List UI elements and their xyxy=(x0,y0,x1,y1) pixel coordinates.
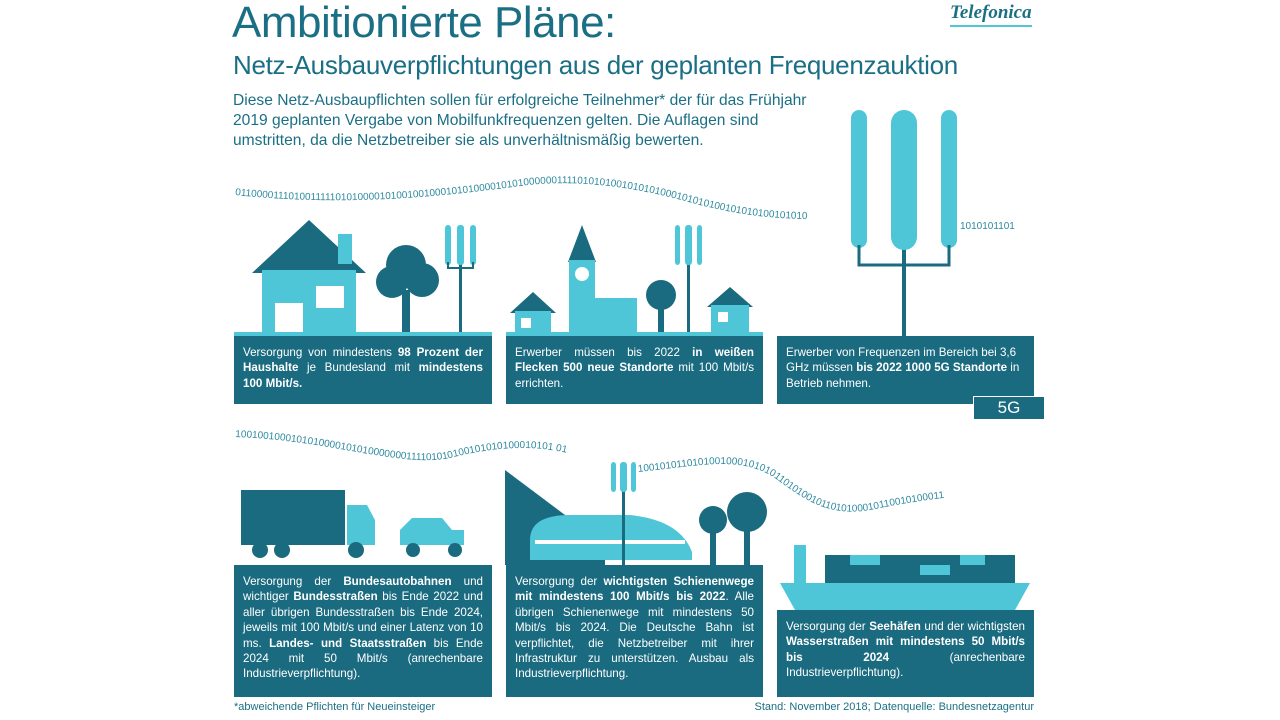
binary-wave-bottom-right: 1001010110101001000101010110101001011010… xyxy=(637,456,945,515)
source-note: Stand: November 2018; Datenquelle: Bunde… xyxy=(754,701,1034,713)
antenna-icon xyxy=(445,225,476,336)
village-icon xyxy=(510,225,753,336)
binary-top-right: 1010101101 xyxy=(960,221,1015,232)
card-households: Versorgung von mindestens 98 Prozent der… xyxy=(234,336,492,404)
page-subtitle: Netz-Ausbauverpflichtungen aus der gepla… xyxy=(233,50,958,80)
card-waterways: Versorgung der Seehäfen und der wichtigs… xyxy=(777,610,1034,697)
card-white-spots: Erwerber müssen bis 2022 in weißen Fleck… xyxy=(506,336,763,404)
card-5g-sites: Erwerber von Frequenzen im Bereich bei 3… xyxy=(777,336,1034,404)
tree-icon xyxy=(376,245,439,336)
binary-wave-bottom-left: 1001001000101010000101010000000111101010… xyxy=(235,429,569,463)
page-title: Ambitionierte Pläne: xyxy=(232,0,616,47)
5g-badge: 5G xyxy=(973,396,1045,420)
telefonica-logo: Telefonica xyxy=(950,2,1032,27)
house-icon xyxy=(252,220,366,336)
card-railways: Versorgung der wichtigsten Schienenwege … xyxy=(506,565,763,697)
card-roads: Versorgung der Bundesautobahnen und wich… xyxy=(234,565,492,697)
binary-wave-top: 0110000111010011111010100001010010010001… xyxy=(235,175,808,222)
footnote: *abweichende Pflichten für Neueinsteiger xyxy=(234,701,436,713)
truck-icon xyxy=(241,490,375,558)
5g-antenna-icon xyxy=(851,110,957,336)
intro-text: Diese Netz-Ausbaupflichten sollen für er… xyxy=(233,92,807,149)
car-icon xyxy=(400,518,464,557)
ship-icon xyxy=(780,545,1030,610)
train-icon xyxy=(505,462,767,565)
